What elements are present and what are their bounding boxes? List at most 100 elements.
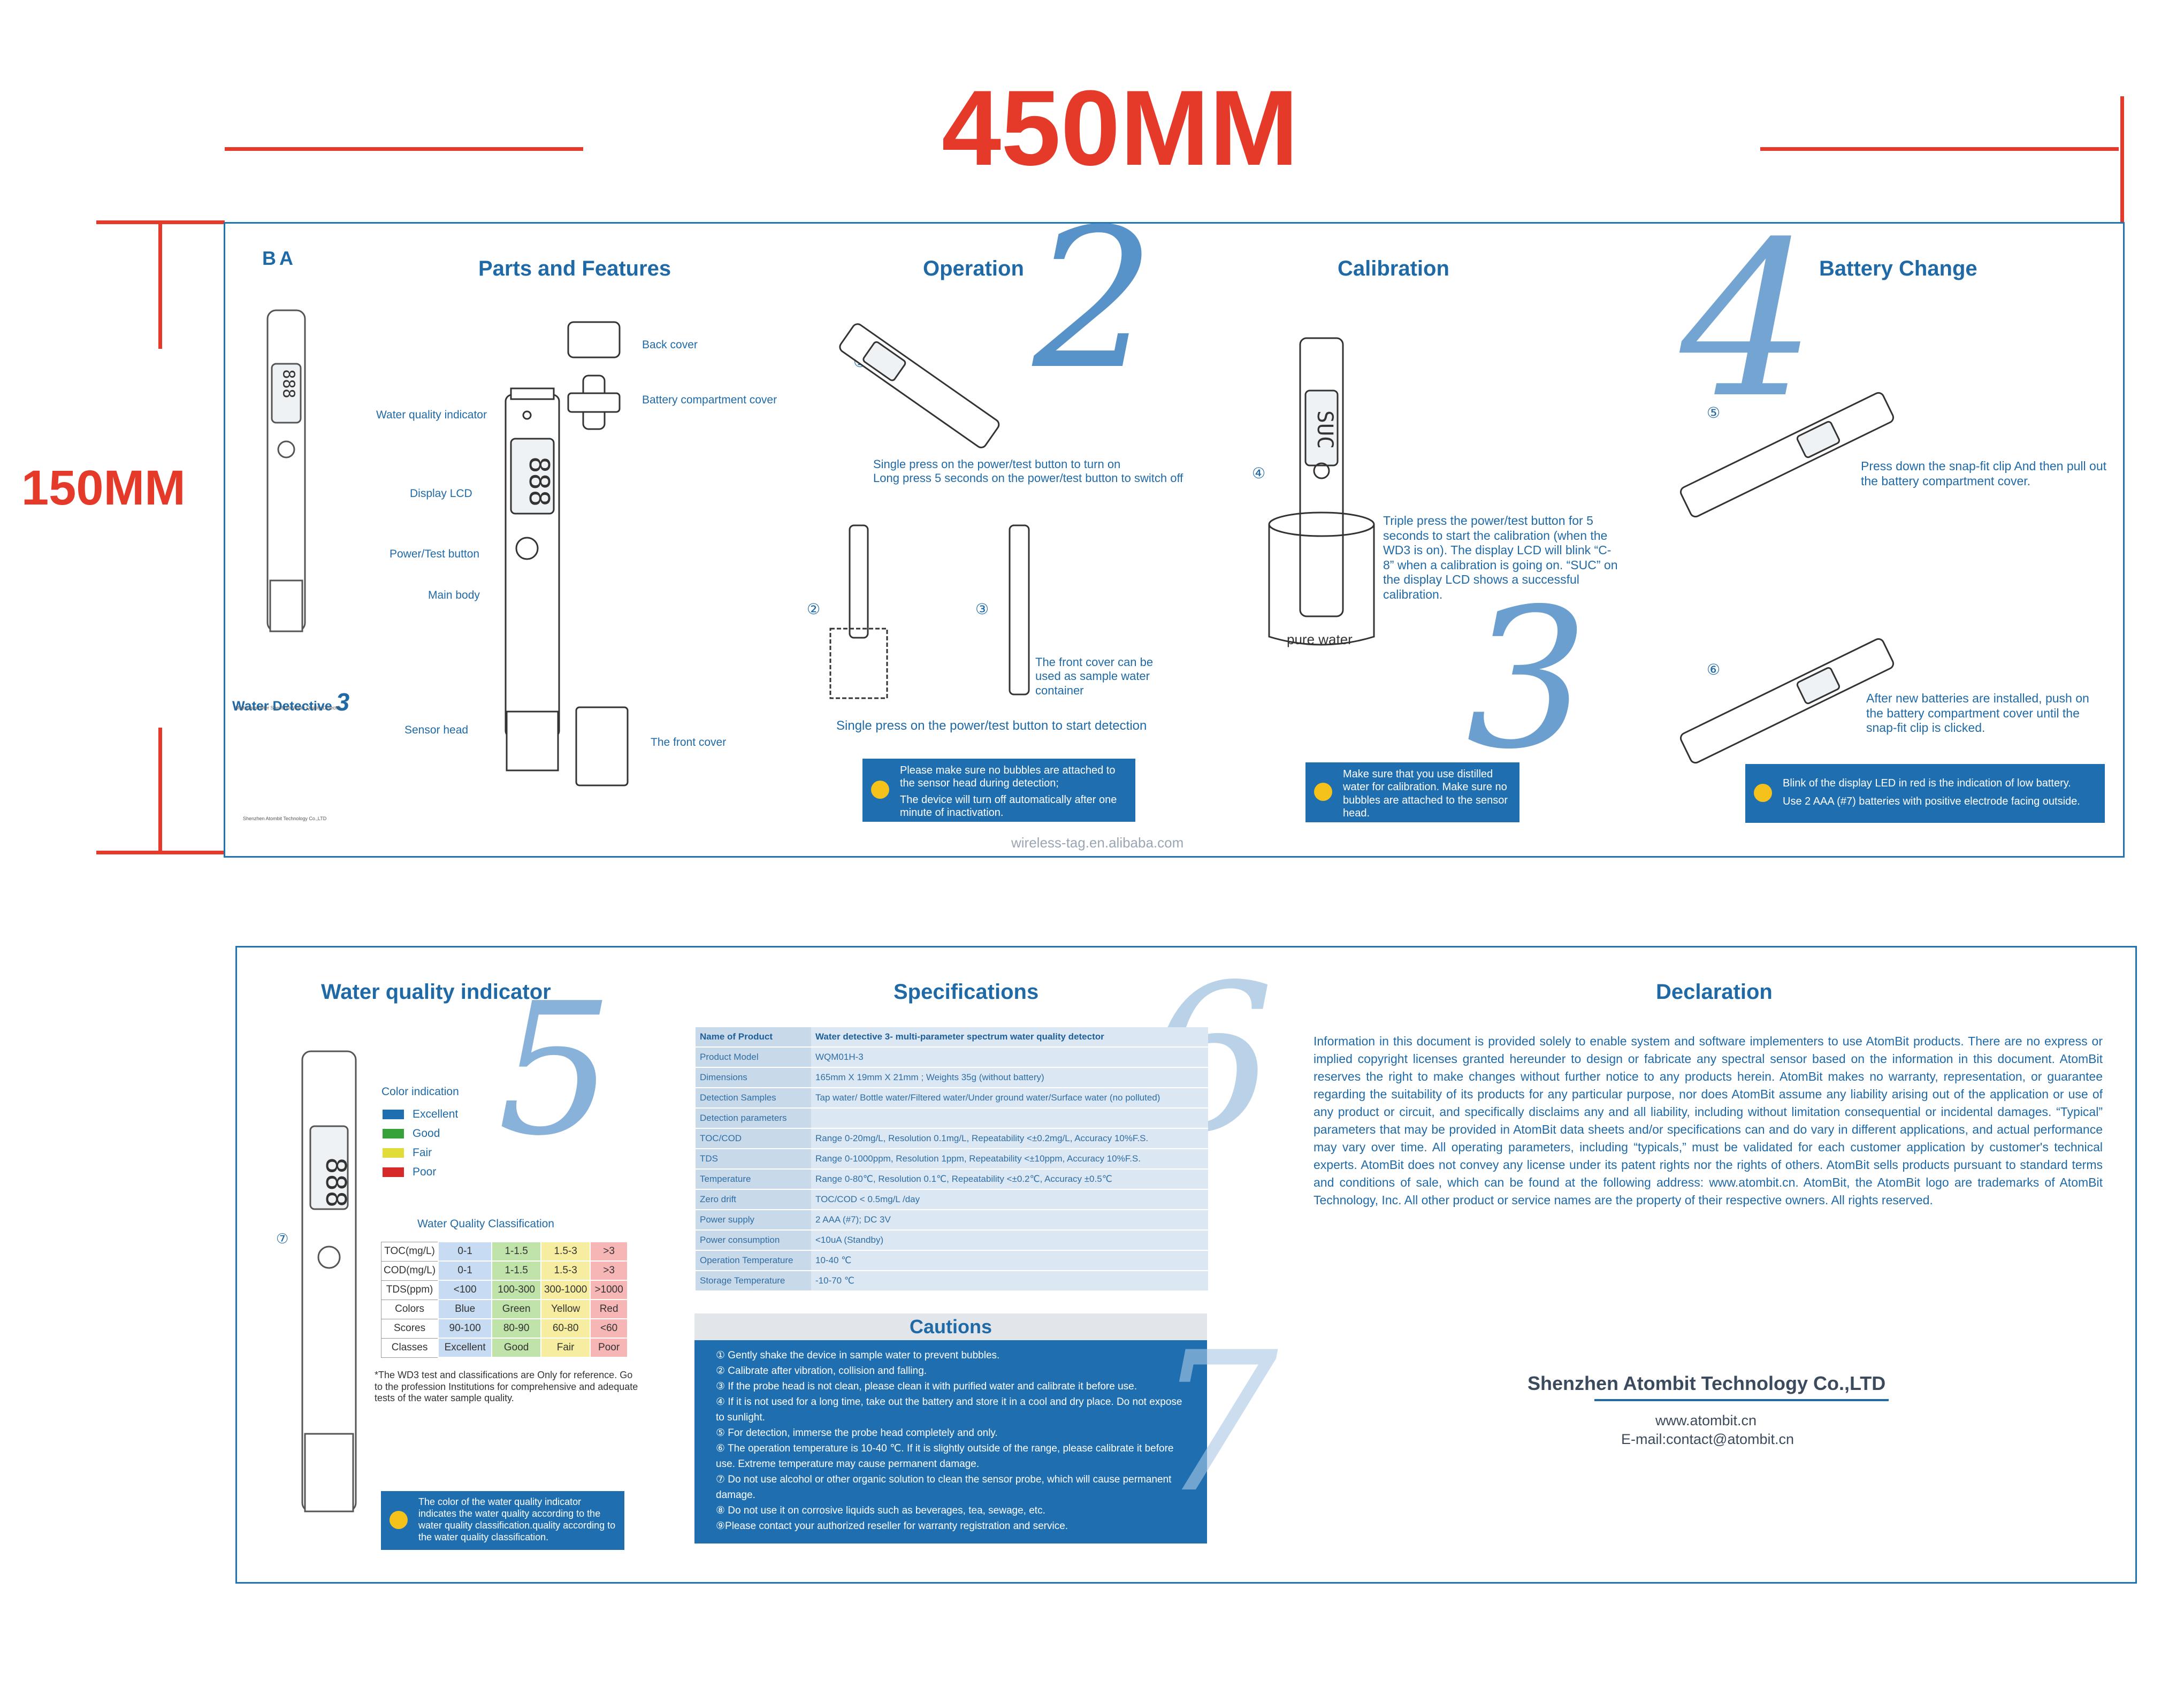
cal-lcd: SUC (1312, 410, 1338, 449)
op-step3-text: The front cover can be used as sample wa… (1035, 655, 1154, 697)
swatch-poor (383, 1167, 404, 1177)
label-back-cover: Back cover (642, 339, 698, 351)
spec-key: TDS (696, 1149, 811, 1170)
back-cover-illustration (567, 321, 621, 358)
battery-note-2: Use 2 AAA (#7) batteries with positive e… (1783, 796, 2080, 808)
cal-text: Triple press the power/test button for 5… (1383, 514, 1618, 601)
color-legend: Excellent Good Fair Poor (383, 1105, 458, 1182)
op-step2-num: ② (807, 601, 821, 617)
op-step2-caption: Single press on the power/test button to… (836, 719, 1147, 733)
calibration-note: Make sure that you use distilled water f… (1305, 762, 1519, 822)
caution-item: ① Gently shake the device in sample wate… (716, 1350, 1000, 1361)
swatch-excellent (383, 1110, 404, 1119)
company-website: www.atombit.cn (1655, 1412, 1757, 1428)
watermark: wireless-tag.en.alibaba.com (1011, 835, 1184, 851)
wq-row-label: TDS(ppm) (381, 1280, 439, 1300)
wqi-footnote: *The WD3 test and classifications are On… (375, 1370, 638, 1404)
wq-cell: Yellow (540, 1299, 591, 1319)
spec-key: Dimensions (696, 1067, 811, 1088)
spec-row: Detection parameters (696, 1108, 1208, 1129)
wq-cell: 100-300 (491, 1280, 542, 1300)
wq-table-title: Water Quality Classification (417, 1218, 554, 1230)
legend-fair: Fair (383, 1143, 458, 1163)
wq-cell: 0-1 (438, 1260, 493, 1281)
spec-value: -10-70 ℃ (811, 1271, 1208, 1292)
op-step1-text: Single press on the power/test button to… (873, 457, 1183, 485)
spec-value: 165mm X 19mm X 21mm ; Weights 35g (witho… (811, 1067, 1208, 1088)
device-illustration-bat5 (1679, 392, 1895, 518)
specs-title: Specifications (894, 980, 1039, 1004)
spec-key: Power supply (696, 1210, 811, 1231)
wq-cell: >3 (590, 1241, 629, 1262)
wq-row-label: TOC(mg/L) (381, 1241, 439, 1262)
spec-value: 10-40 ℃ (811, 1250, 1208, 1271)
operation-title: Operation (923, 257, 1024, 280)
wq-cell: Excellent (438, 1338, 493, 1358)
device-illustration-cal (1268, 337, 1375, 646)
wq-cell: Green (491, 1299, 542, 1319)
calibration-title: Calibration (1338, 257, 1449, 280)
spec-value: Range 0-80℃, Resolution 0.1℃, Repeatabil… (811, 1169, 1208, 1190)
wq-cell: 1.5-3 (540, 1241, 591, 1262)
big-number-4: 4 (1680, 196, 1816, 445)
caution-item: ⑤ For detection, immerse the probe head … (716, 1427, 998, 1439)
company-name: Shenzhen Atombit Technology Co.,LTD (1528, 1372, 1886, 1394)
bat-step5-text: Press down the snap-fit clip And then pu… (1861, 459, 2107, 488)
cal-water-label: pure water (1287, 631, 1353, 647)
spec-value: Range 0-1000ppm, Resolution 1ppm, Repeat… (811, 1149, 1208, 1170)
wq-row-label: Classes (381, 1338, 439, 1358)
wq-cell: Good (491, 1338, 542, 1358)
company-email: E-mail:contact@atombit.cn (1621, 1431, 1794, 1447)
device-illustration-bat6 (1679, 638, 1895, 764)
spec-key: Detection Samples (696, 1088, 811, 1109)
brand-logo: BA (262, 247, 296, 269)
legend-good: Good (383, 1124, 458, 1143)
spec-key: Name of Product (696, 1027, 811, 1048)
spec-key: Temperature (696, 1169, 811, 1190)
battery-note: Blink of the display LED in red is the i… (1745, 764, 2105, 823)
caution-item: ⑨Please contact your authorized reseller… (716, 1520, 1068, 1532)
bat-step6-num: ⑥ (1707, 661, 1721, 678)
wq-cell: Red (590, 1299, 629, 1319)
caution-item: ② Calibrate after vibration, collision a… (716, 1365, 927, 1377)
device-illustration-op3 (1009, 524, 1030, 696)
wq-cell: 1.5-3 (540, 1260, 591, 1281)
label-battery-cover: Battery compartment cover (642, 394, 777, 406)
spec-value: Tap water/ Bottle water/Filtered water/U… (811, 1088, 1208, 1109)
operation-note-1: Please make sure no bubbles are attached… (900, 765, 1116, 790)
caution-item: ⑥ The operation temperature is 10-40 ℃. … (716, 1443, 1174, 1470)
spec-value: WQM01H-3 (811, 1047, 1208, 1068)
cautions-box: Cautions ① Gently shake the device in sa… (694, 1313, 1207, 1544)
big-number-2: 2 (1033, 187, 1156, 411)
declaration-body: Information in this document is provided… (1314, 1034, 2103, 1207)
wq-cell: Blue (438, 1299, 493, 1319)
legend-poor: Poor (383, 1163, 458, 1182)
cautions-title: Cautions (694, 1313, 1207, 1340)
device-illustration-parts (505, 387, 560, 771)
height-dimension-label: 150MM (21, 461, 186, 515)
brand-product-subtitle: Multi-parameter Spectrum Water Quality D… (235, 705, 341, 710)
height-tick-bottom (96, 851, 225, 854)
spec-row: Power consumption<10uA (Standby) (696, 1230, 1208, 1251)
brand-lcd: 888 (279, 369, 298, 399)
big-number-5: 5 (498, 964, 614, 1176)
big-number-7: 7 (1156, 1311, 1279, 1535)
calibration-note-text: Make sure that you use distilled water f… (1343, 768, 1508, 820)
wq-cell: <100 (438, 1280, 493, 1300)
spec-value (811, 1108, 1208, 1129)
lightbulb-icon (1754, 784, 1772, 802)
wq-cell: Fair (540, 1338, 591, 1358)
lightbulb-icon (871, 781, 889, 799)
wqi-lcd: 888 (319, 1157, 352, 1208)
wq-cell: 60-80 (540, 1318, 591, 1339)
width-line-right (1760, 147, 2119, 151)
